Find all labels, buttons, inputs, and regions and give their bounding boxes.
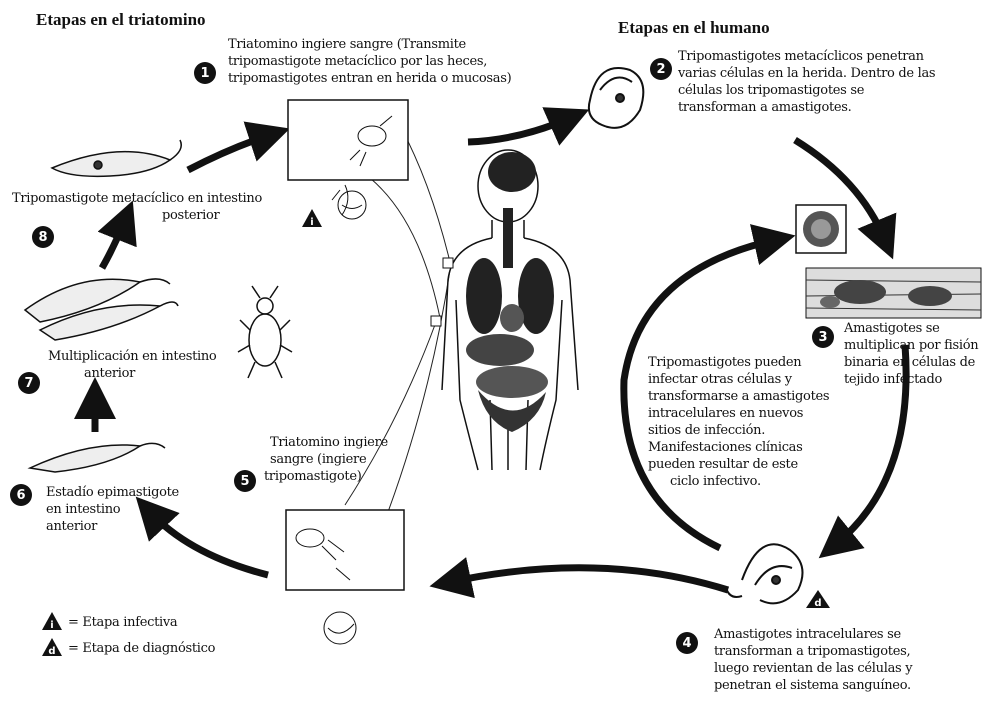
epimastigote-icon: [25, 279, 178, 340]
svg-text:d: d: [48, 646, 55, 657]
legend-infective-icon: i: [42, 612, 62, 631]
step-6-number: 6: [10, 484, 32, 506]
heading-human-stages: Etapas en el humano: [618, 18, 770, 38]
amastigote-cell-icon: [796, 205, 846, 253]
step-6-text: Estadío epimastigote en intestino anteri…: [46, 484, 179, 535]
epimastigote-icon: [30, 443, 165, 472]
svg-text:d: d: [814, 598, 821, 609]
trypomastigote-icon: [589, 68, 643, 128]
diagnostic-stage-icon: d: [806, 590, 830, 609]
step-5-text: Triatomino ingiere sangre (ingiere tripo…: [270, 434, 388, 485]
svg-text:i: i: [50, 620, 53, 631]
step-7-number: 7: [18, 372, 40, 394]
step-3-number: 3: [812, 326, 834, 348]
legend-diagnostic-icon: d: [42, 638, 62, 657]
step-8-number: 8: [32, 226, 54, 248]
bite-wound-icon: [288, 100, 408, 219]
trypomastigote-icon: [52, 140, 181, 176]
step-1-text: Triatomino ingiere sangre (Transmite tri…: [228, 36, 511, 87]
triatomine-bug-icon: [238, 286, 292, 378]
step-1-number: 1: [194, 62, 216, 84]
arrow-icon: [450, 568, 728, 590]
step-2-text: Tripomastigotes metacíclicos penetran va…: [678, 48, 935, 116]
legend-infective-text: = Etapa infectiva: [68, 614, 177, 631]
infective-stage-icon: i: [302, 209, 322, 228]
arrow-icon: [188, 135, 270, 170]
arrow-icon: [468, 118, 570, 142]
svg-text:i: i: [310, 217, 313, 228]
step-3-text: Amastigotes se multiplican por fisión bi…: [844, 320, 978, 388]
arrow-icon: [102, 220, 125, 268]
center-note: Tripomastigotes pueden infectar otras cé…: [648, 354, 829, 490]
heading-triatomine-stages: Etapas en el triatomino: [36, 10, 206, 30]
step-4-text: Amastigotes intracelulares se transforma…: [714, 626, 912, 694]
step-4-number: 4: [676, 632, 698, 654]
step-7-text: Multiplicación en intestino anterior: [48, 348, 216, 382]
legend-diagnostic-text: = Etapa de diagnóstico: [68, 640, 215, 657]
step-8-text: Tripomastigote metacíclico en intestino …: [12, 190, 262, 224]
infected-tissue-icon: [806, 268, 981, 318]
bite-wound-icon: [286, 510, 404, 644]
trypomastigote-icon: [726, 544, 803, 603]
step-5-number: 5: [234, 470, 256, 492]
step-2-number: 2: [650, 58, 672, 80]
